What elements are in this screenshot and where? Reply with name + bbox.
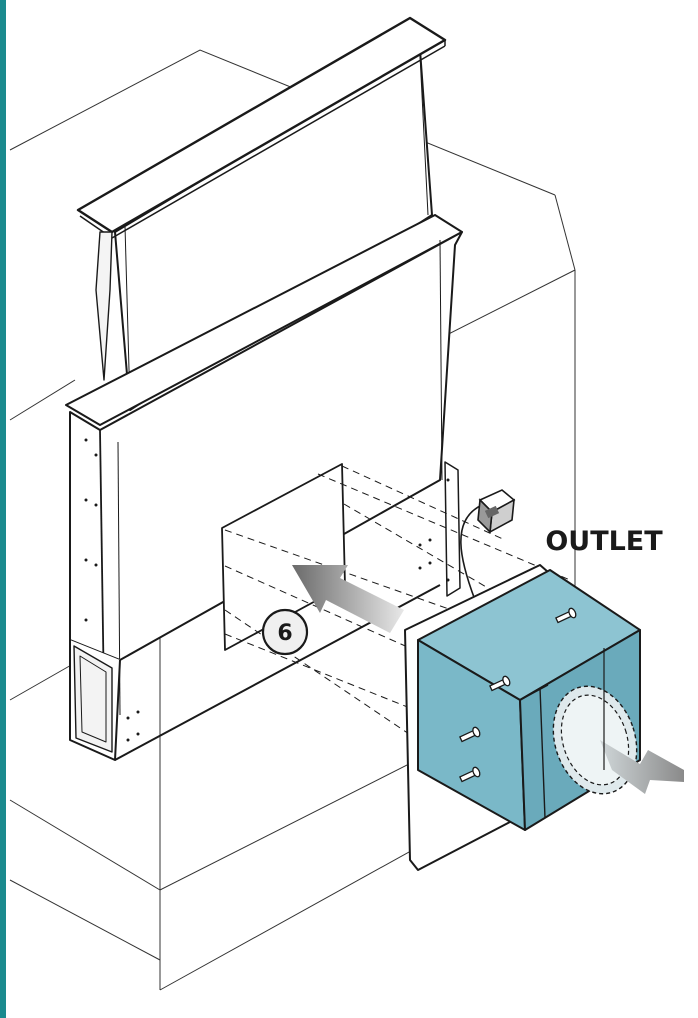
outlet-label: OUTLET [545, 526, 663, 557]
airflow-arrow-icon [292, 565, 404, 633]
alignment-guides [224, 465, 571, 776]
page-border-accent [0, 0, 6, 1018]
step-number-badge: 6 [261, 608, 309, 656]
outlet-arrow-icon [600, 648, 684, 794]
power-plug-icon [460, 489, 516, 601]
screw-icon [459, 607, 577, 783]
step-number-text: 6 [277, 621, 292, 646]
downdraft-housing [65, 16, 463, 761]
blower-box [404, 564, 641, 871]
